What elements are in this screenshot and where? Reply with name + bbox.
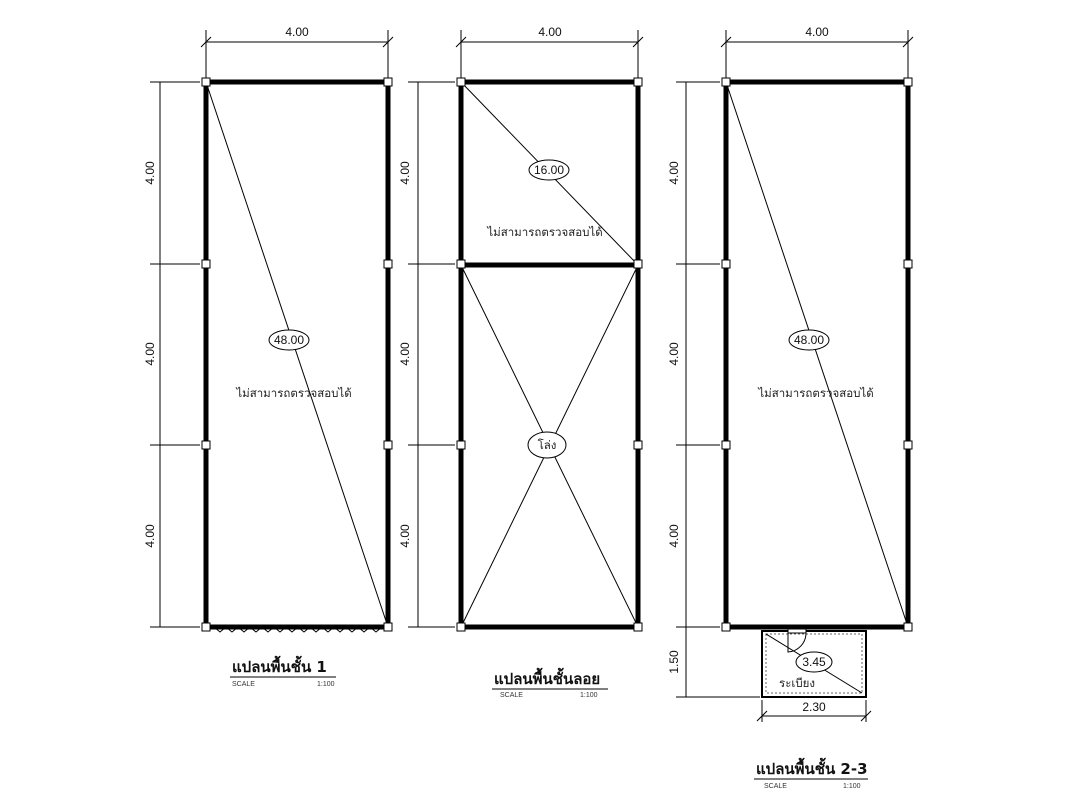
columns [721,77,913,632]
height-dimension: 4.00 4.00 4.00 [398,81,455,628]
height-dimension: 4.00 4.00 4.00 [143,81,200,628]
balcony: 3.45 ระเบียง [761,628,867,698]
plan-floor-2-3: 4.00 4.00 4.00 4.00 1.50 [667,25,914,790]
plan-title: แปลนพื้นชั้นลอย [494,667,600,688]
area-tag-text: 16.00 [534,163,564,177]
balcony-label: ระเบียง [779,676,815,690]
scale-value: 1:100 [843,783,861,790]
uninspectable-note: ไม่สามารถตรวจสอบได้ [486,225,602,239]
height-dim-text-3: 4.00 [398,524,412,548]
height-dim-text-2: 4.00 [143,342,157,366]
columns [456,77,643,632]
void-tag-text: โล่ง [538,438,557,452]
height-dimension: 4.00 4.00 4.00 1.50 [667,81,760,698]
front-opening-zigzag [213,626,383,633]
scale-value: 1:100 [580,692,598,699]
balcony-width-dimension: 2.30 [756,700,872,722]
area-tag [528,159,570,181]
balcony-area-tag [795,651,833,673]
width-dimension: 4.00 [455,25,644,78]
plan-title: แปลนพื้นชั้น 1 [232,655,327,676]
scale-label: SCALE [500,692,523,699]
height-dim-text-1: 4.00 [667,161,681,185]
height-dim-text-3: 4.00 [143,524,157,548]
door-icon [787,628,807,653]
plan-ground-floor: 4.00 4.00 4.00 4.00 [143,25,419,688]
plan-title: แปลนพื้นชั้น 2-3 [756,757,868,778]
uninspectable-note: ไม่สามารถตรวจสอบได้ [757,386,873,400]
walls [723,79,911,630]
width-dim-text: 4.00 [538,25,562,39]
scale-value: 1:100 [317,681,335,688]
width-dimension: 4.00 [720,25,914,78]
height-dim-text-2: 4.00 [667,342,681,366]
height-dim-text-3: 4.00 [667,524,681,548]
scale-label: SCALE [764,783,787,790]
height-dim-text-2: 4.00 [398,342,412,366]
width-dim-text: 4.00 [285,25,309,39]
area-diagonal [725,81,909,628]
area-diagonal [205,81,389,628]
balcony-width-dim-text: 2.30 [802,700,826,714]
void-tag [527,431,567,459]
area-tag [788,329,830,351]
uninspectable-note: ไม่สามารถตรวจสอบได้ [235,386,351,400]
height-dim-text-1: 4.00 [398,161,412,185]
area-tag-text: 48.00 [794,333,824,347]
balcony-area-tag-text: 3.45 [802,655,826,669]
width-dimension: 4.00 [200,25,394,78]
height-dim-text-1: 4.00 [143,161,157,185]
area-tag-text: 48.00 [274,333,304,347]
walls [458,79,641,630]
width-dim-text: 4.00 [805,25,829,39]
columns [201,77,393,632]
plan-mezzanine: 4.00 4.00 4.00 4.00 [398,25,644,699]
area-tag [268,329,310,351]
scale-label: SCALE [232,681,255,688]
walls [203,79,391,630]
height-dim-text-4: 1.50 [667,650,681,674]
